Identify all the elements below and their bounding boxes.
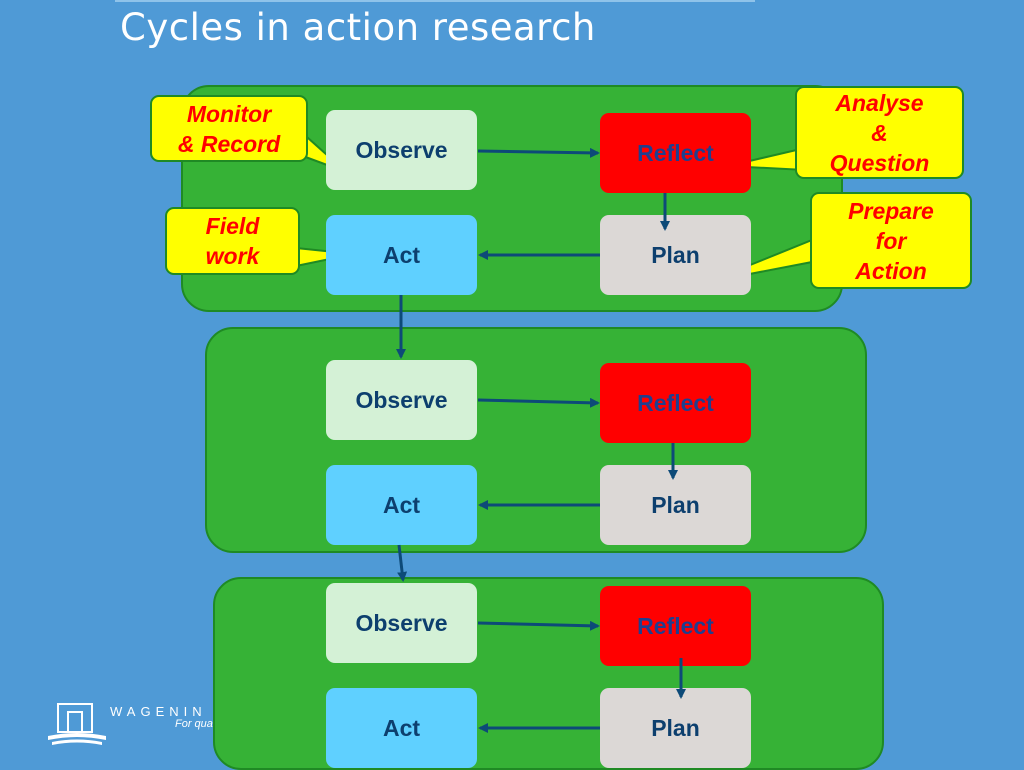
observe-node: Observe	[326, 583, 477, 663]
act-node: Act	[326, 215, 477, 295]
callout-analyse-question: Analyse & Question	[795, 86, 964, 179]
brand-tagline: For qua	[175, 718, 213, 730]
callout-prepare-action-text: Prepare for Action	[848, 197, 934, 284]
arrow-observe-to-reflect	[477, 620, 600, 631]
plan-node: Plan	[600, 688, 751, 768]
arrow-observe-to-reflect	[477, 147, 600, 158]
reflect-node: Reflect	[600, 586, 751, 666]
arrow-observe-to-reflect	[477, 397, 600, 408]
cycle-panel-2	[205, 327, 867, 553]
observe-node: Observe	[326, 360, 477, 440]
brand-name: WAGENIN	[110, 704, 207, 719]
callout-monitor-record: Monitor & Record	[150, 95, 308, 162]
callout-prepare-action: Prepare for Action	[810, 192, 972, 289]
arrow-act-to-next-cycle	[397, 544, 408, 582]
page-title: Cycles in action research	[120, 6, 596, 49]
reflect-node: Reflect	[600, 363, 751, 443]
callout-monitor-record-text: Monitor & Record	[177, 100, 281, 157]
reflect-node: Reflect	[600, 113, 751, 193]
act-node: Act	[326, 465, 477, 545]
cycle-panel-3	[213, 577, 884, 770]
plan-node: Plan	[600, 215, 751, 295]
observe-node: Observe	[326, 110, 477, 190]
callout-field-work-text: Field work	[205, 213, 260, 269]
act-node: Act	[326, 688, 477, 768]
wageningen-logo-icon	[48, 703, 106, 745]
top-rule	[115, 0, 755, 2]
callout-analyse-question-text: Analyse & Question	[829, 89, 930, 176]
callout-field-work: Field work	[165, 207, 300, 275]
